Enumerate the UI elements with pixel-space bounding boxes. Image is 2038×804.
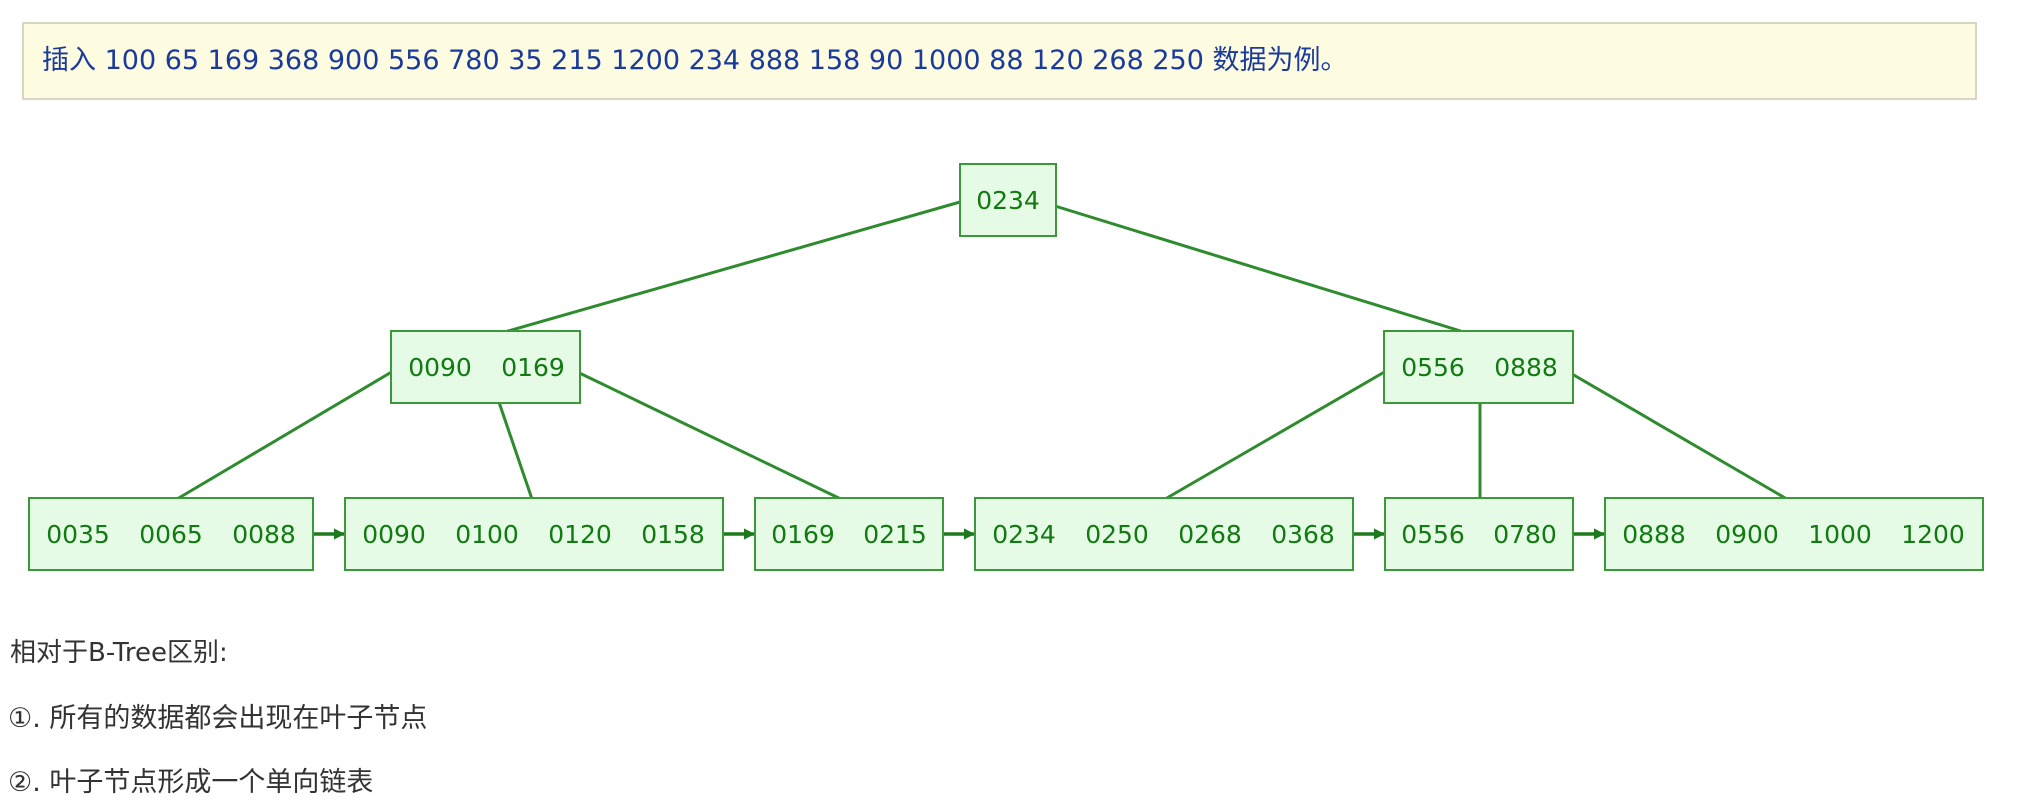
edge-internal-1-to-leaf-5 [1559, 365, 1793, 504]
internal-node-1-key: 0556 [1401, 353, 1465, 382]
leaf-node-2-key: 0169 [771, 520, 835, 549]
leaf-node-2-key: 0215 [863, 520, 927, 549]
leaf-node-1-key: 0120 [548, 520, 612, 549]
root-key: 0234 [976, 186, 1040, 215]
leaf-node-1-key: 0158 [641, 520, 705, 549]
leaf-node-2: 0169 0215 [754, 497, 944, 571]
leaf-node-3-key: 0234 [992, 520, 1056, 549]
leaf-node-0: 0035 0065 0088 [28, 497, 314, 571]
internal-node-0: 0090 0169 [390, 330, 581, 404]
leaf-node-5-key: 1000 [1808, 520, 1872, 549]
leaf-node-4-key: 0556 [1401, 520, 1465, 549]
leaf-node-3-key: 0250 [1085, 520, 1149, 549]
root-node: 0234 [959, 163, 1057, 237]
difference-item-2: ②. 叶子节点形成一个单向链表 [8, 767, 374, 798]
internal-node-0-key: 0090 [408, 353, 472, 382]
internal-node-1: 0556 0888 [1383, 330, 1574, 404]
example-note-box: 插入 100 65 169 368 900 556 780 35 215 120… [22, 22, 1977, 100]
leaf-node-3-key: 0368 [1271, 520, 1335, 549]
internal-node-1-key: 0888 [1494, 353, 1558, 382]
leaf-node-0-key: 0065 [139, 520, 203, 549]
leaf-node-5-key: 1200 [1901, 520, 1965, 549]
leaf-node-3-key: 0268 [1178, 520, 1242, 549]
leaf-node-1-key: 0100 [455, 520, 519, 549]
bplus-tree-diagram: 0234 0090 0169 0556 0888 0035 0065 0088 … [28, 163, 1984, 571]
leaf-node-0-key: 0088 [232, 520, 296, 549]
leaf-node-0-key: 0035 [46, 520, 110, 549]
leaf-node-5-key: 0900 [1715, 520, 1779, 549]
edge-internal-1-to-leaf-3 [1159, 365, 1394, 504]
internal-node-0-key: 0169 [501, 353, 565, 382]
edge-internal-0-to-leaf-2 [566, 365, 848, 504]
leaf-node-5-key: 0888 [1622, 520, 1686, 549]
edge-root-to-internal-0 [486, 200, 961, 339]
differences-heading: 相对于B-Tree区别: [10, 638, 228, 668]
leaf-node-3: 0234 0250 0268 0368 [974, 497, 1354, 571]
edge-internal-0-to-leaf-0 [171, 365, 401, 504]
example-note-text: 插入 100 65 169 368 900 556 780 35 215 120… [42, 45, 1348, 76]
leaf-node-5: 0888 0900 1000 1200 [1604, 497, 1984, 571]
leaf-node-1: 0090 0100 0120 0158 [344, 497, 724, 571]
difference-item-1: ①. 所有的数据都会出现在叶子节点 [8, 703, 428, 734]
leaf-node-4-key: 0780 [1493, 520, 1557, 549]
leaf-node-1-key: 0090 [362, 520, 426, 549]
leaf-node-4: 0556 0780 [1384, 497, 1574, 571]
edge-root-to-internal-1 [1041, 200, 1481, 339]
